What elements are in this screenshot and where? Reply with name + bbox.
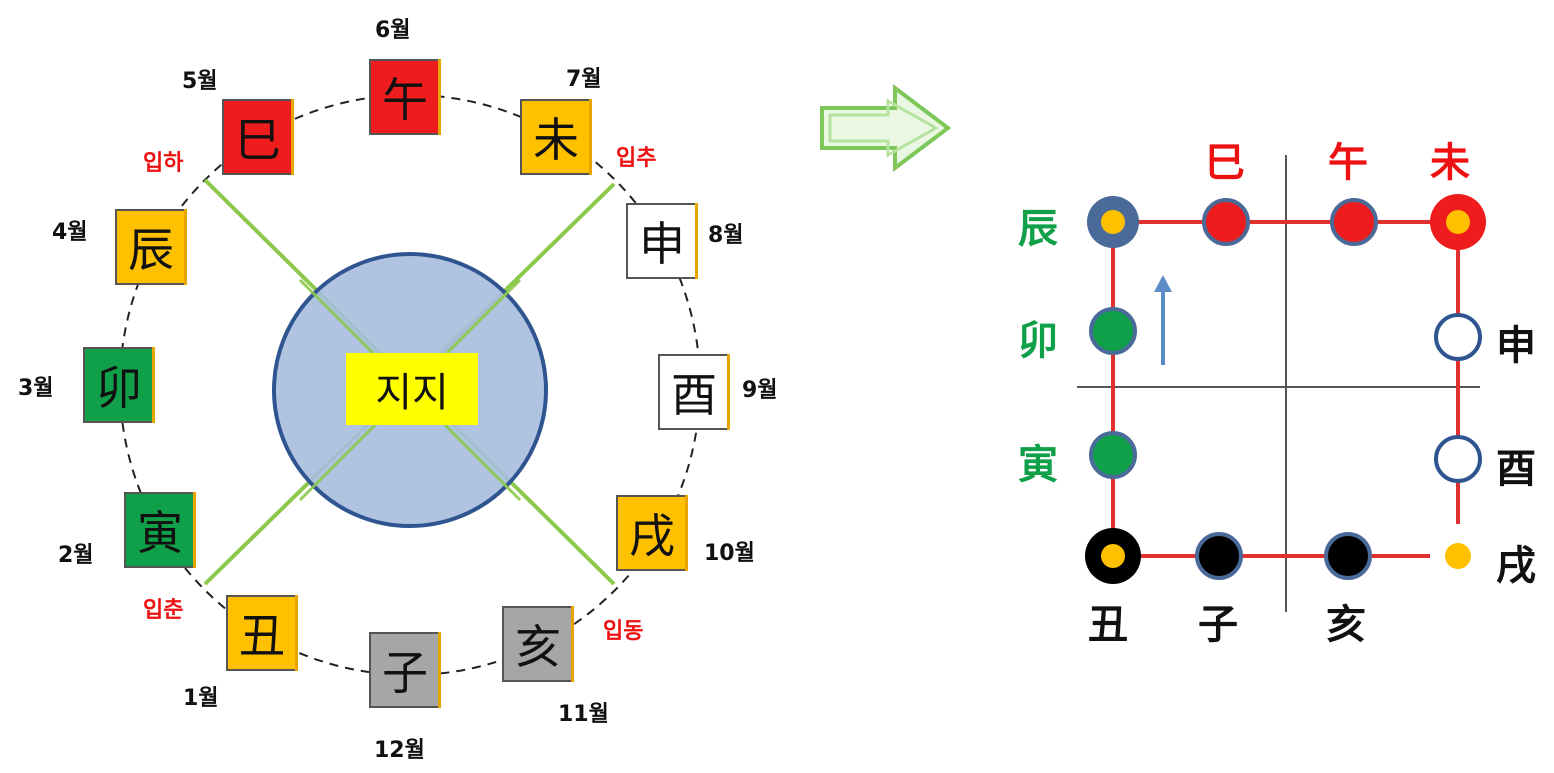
dot-in xyxy=(1089,431,1137,479)
right-label-left-myo: 卯 xyxy=(1018,318,1058,364)
branch-box-mi: 未 xyxy=(520,99,592,175)
right-label-right-sul: 戌 xyxy=(1496,543,1536,589)
branch-box-myo: 卯 xyxy=(83,347,155,423)
right-label-top-mi: 未 xyxy=(1430,140,1470,186)
right-label-bottom-chuk: 丑 xyxy=(1088,602,1128,648)
branch-box-ja: 子 xyxy=(369,632,441,708)
branch-box-hae: 亥 xyxy=(502,606,574,682)
month-label-2: 2월 xyxy=(58,543,94,568)
month-label-9: 9월 xyxy=(742,378,778,403)
dot-yu xyxy=(1434,435,1482,483)
branch-box-in: 寅 xyxy=(124,492,196,568)
center-label: 지지 xyxy=(346,353,478,425)
branch-box-sa: 巳 xyxy=(222,99,294,175)
season-label-autumn: 입추 xyxy=(616,146,657,171)
month-label-7: 7월 xyxy=(566,67,602,92)
right-arrow-icon xyxy=(820,83,952,173)
branch-box-o: 午 xyxy=(369,59,441,135)
right-label-bottom-hae: 亥 xyxy=(1326,602,1366,648)
dot-mi-center xyxy=(1446,210,1470,234)
season-label-spring: 입춘 xyxy=(143,598,184,623)
month-label-11: 11월 xyxy=(558,702,609,727)
month-label-3: 3월 xyxy=(18,376,54,401)
right-label-bottom-ja: 子 xyxy=(1198,602,1238,648)
month-label-6: 6월 xyxy=(375,18,411,43)
branch-box-sin: 申 xyxy=(626,203,698,279)
right-label-right-yu: 酉 xyxy=(1496,446,1536,492)
right-label-left-in: 寅 xyxy=(1018,442,1058,488)
month-label-10: 10월 xyxy=(704,541,755,566)
dot-chuk-center xyxy=(1101,544,1125,568)
dot-o xyxy=(1330,198,1378,246)
dot-ja xyxy=(1195,532,1243,580)
branch-box-yu: 酉 xyxy=(658,354,730,430)
up-arrow-icon xyxy=(1154,275,1172,365)
dot-myo xyxy=(1089,307,1137,355)
season-label-winter: 입동 xyxy=(603,619,644,644)
right-label-right-sin: 申 xyxy=(1496,323,1536,369)
branch-box-chuk: 丑 xyxy=(226,595,298,671)
month-label-8: 8월 xyxy=(708,223,744,248)
dot-jin-center xyxy=(1101,210,1125,234)
month-label-1: 1월 xyxy=(183,686,219,711)
right-label-top-sa: 巳 xyxy=(1205,140,1245,186)
branch-box-jin: 辰 xyxy=(115,209,187,285)
month-label-4: 4월 xyxy=(52,220,88,245)
dot-sul xyxy=(1445,543,1471,569)
branch-box-sul: 戌 xyxy=(616,495,688,571)
month-label-12: 12월 xyxy=(374,738,425,763)
right-label-left-jin: 辰 xyxy=(1018,206,1058,252)
dot-sin xyxy=(1434,313,1482,361)
dot-hae xyxy=(1324,532,1372,580)
season-label-summer: 입하 xyxy=(143,151,184,176)
dot-sa xyxy=(1202,198,1250,246)
month-label-5: 5월 xyxy=(182,69,218,94)
right-label-top-o: 午 xyxy=(1328,140,1368,186)
